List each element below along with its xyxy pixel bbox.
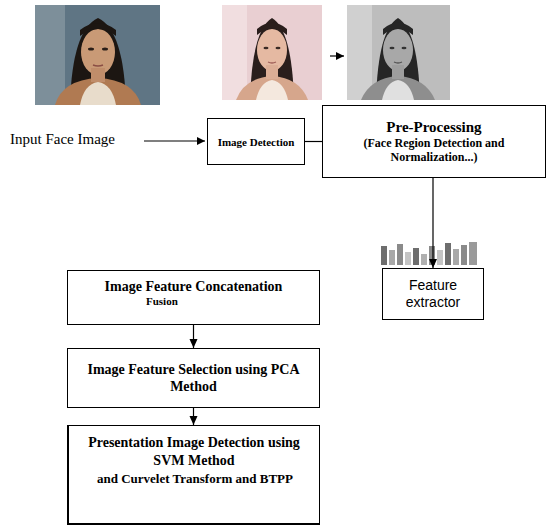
flow-arrow (305, 141, 322, 142)
feature-bars-icon (381, 242, 477, 265)
box-subtext: Fusion (74, 295, 313, 307)
face-photo-color (35, 5, 160, 105)
process-box: Image Feature ConcatenationFusion (67, 270, 320, 325)
photo-arrow (330, 55, 344, 56)
face-photo-gray (347, 5, 450, 100)
face-photo-detected (222, 5, 322, 100)
box-title: Image Detection (212, 136, 300, 148)
box-title: Feature extractor (387, 277, 479, 312)
flow-arrow (193, 408, 194, 425)
process-box: Feature extractor (382, 268, 484, 320)
flow-arrow (193, 325, 194, 348)
box-title: Image Feature Concatenation (74, 279, 313, 295)
process-box: Image Detection (207, 118, 305, 165)
process-box: Presentation Image Detection using SVM M… (67, 425, 320, 525)
box-subtext: and Curvelet Transform and BTPP (79, 471, 309, 487)
box-title: Presentation Image Detection using SVM M… (79, 434, 309, 469)
box-title: Image Feature Selection using PCA Method (78, 361, 309, 396)
box-subtext: (Face Region Detection and Normalization… (331, 136, 537, 165)
process-box: Pre-Processing(Face Region Detection and… (322, 105, 546, 178)
input-label: Input Face Image (10, 131, 115, 148)
process-box: Image Feature Selection using PCA Method (67, 348, 320, 408)
box-title: Pre-Processing (331, 119, 537, 136)
flow-arrow (432, 178, 433, 268)
input-arrow (144, 140, 205, 141)
